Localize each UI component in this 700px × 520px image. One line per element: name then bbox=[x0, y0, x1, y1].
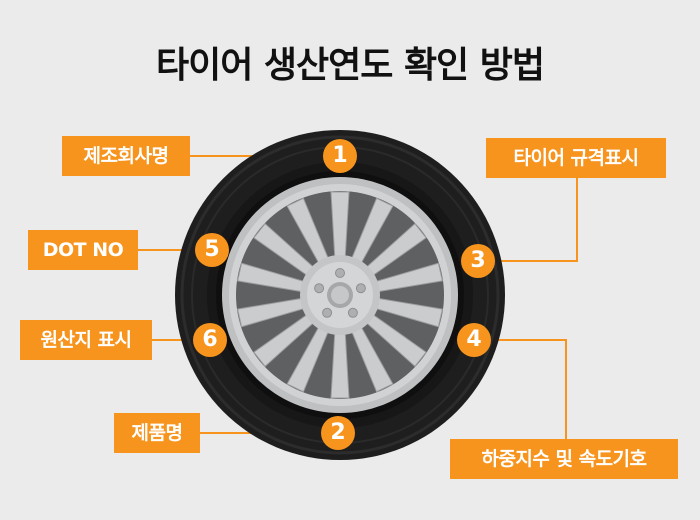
lug-nut bbox=[322, 307, 333, 318]
connector-line-4 bbox=[474, 339, 567, 439]
badge-1: 1 bbox=[323, 139, 357, 173]
lug-nut bbox=[314, 283, 325, 294]
badge-6: 6 bbox=[193, 323, 227, 357]
label-product-name: 제품명 bbox=[114, 413, 200, 453]
lug-nut bbox=[347, 307, 358, 318]
connector-line-3 bbox=[478, 178, 578, 262]
label-manufacturer: 제조회사명 bbox=[62, 136, 190, 176]
badge-4: 4 bbox=[457, 323, 491, 357]
lug-nut bbox=[355, 283, 366, 294]
wheel-rim-icon bbox=[222, 177, 458, 413]
badge-2: 2 bbox=[321, 416, 355, 450]
lug-nut bbox=[335, 268, 345, 278]
label-tire-spec: 타이어 규격표시 bbox=[486, 138, 666, 178]
page-title: 타이어 생산연도 확인 방법 bbox=[156, 45, 545, 86]
badge-5: 5 bbox=[195, 233, 229, 267]
label-dot-no: DOT NO bbox=[28, 230, 138, 270]
badge-3: 3 bbox=[461, 244, 495, 278]
label-load-speed: 하중지수 및 속도기호 bbox=[450, 439, 678, 479]
label-origin: 원산지 표시 bbox=[20, 320, 152, 360]
